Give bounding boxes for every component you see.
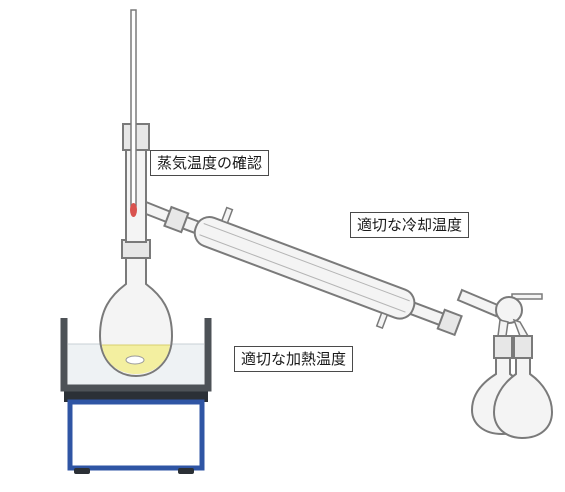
condenser-jacket: [193, 215, 416, 320]
distillation-flask: [98, 253, 174, 378]
coolant-outlet-port: [220, 206, 234, 224]
adapter-hub: [495, 296, 523, 324]
condenser: [163, 205, 463, 337]
coolant-inlet-port: [375, 311, 389, 329]
thermometer-bulb: [130, 203, 137, 217]
heater: [64, 388, 208, 474]
condenser-joint-end: [436, 308, 463, 337]
heating-temperature-label: 適切な加熱温度: [234, 346, 354, 372]
receiving-adapter: [456, 288, 543, 337]
bath-wall: [60, 318, 212, 392]
thermometer: [130, 9, 137, 217]
condenser-joint-start: [163, 205, 190, 234]
receiving-flask-front: [492, 335, 554, 440]
boiling-chip: [125, 355, 145, 365]
heater-body: [67, 399, 205, 471]
vapor-temperature-label: 蒸気温度の確認: [150, 150, 270, 176]
heater-foot-right: [178, 468, 194, 474]
cooling-temperature-label: 適切な冷却温度: [350, 212, 470, 238]
heater-foot-left: [74, 468, 90, 474]
